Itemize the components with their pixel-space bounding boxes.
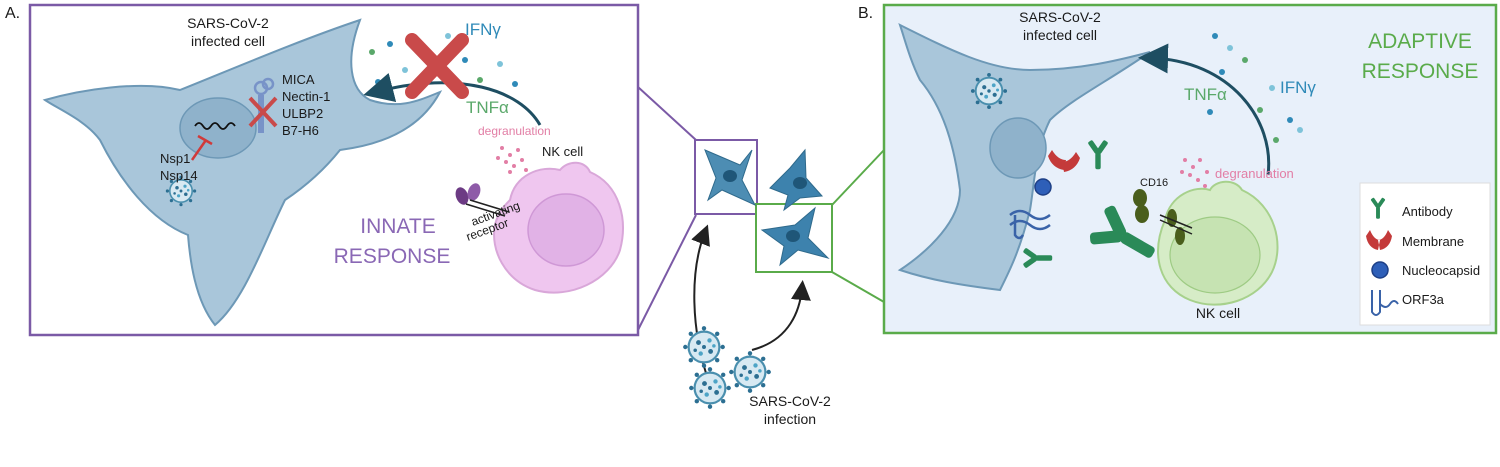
panel-b: SARS-CoV-2 infected cell IFNγ TNFα degra… xyxy=(882,3,1498,335)
cytokine-dots-b xyxy=(1207,33,1303,143)
cd16-icon xyxy=(1133,189,1193,245)
center-section: SARS-CoV-2 infection xyxy=(682,139,833,427)
nucleus-a xyxy=(179,97,257,159)
legend-membrane-icon xyxy=(1366,230,1392,250)
nucleus-b xyxy=(989,117,1047,179)
ligand-blocked-icon xyxy=(248,96,278,128)
inhibition-line xyxy=(190,139,208,161)
virus-icon xyxy=(728,350,772,394)
panel-a: MICA Nectin-1 ULBP2 B7-H6 Nsp1 Nsp14 SAR… xyxy=(28,3,640,337)
ligand-label-nectin: Nectin-1 xyxy=(282,89,330,104)
activating-receptor-icon xyxy=(455,183,510,217)
infection-label-2: infection xyxy=(764,411,816,427)
infected-cell-b-label-2: infected cell xyxy=(1023,27,1097,43)
infected-cell-a-label-2: infected cell xyxy=(191,33,265,49)
legend-orf3a-icon xyxy=(1371,290,1399,316)
infected-cell-b-label-1: SARS-CoV-2 xyxy=(1019,9,1101,25)
ifng-label-b: IFNγ xyxy=(1280,78,1316,97)
infected-cell-a xyxy=(42,18,443,327)
virus-icon xyxy=(688,366,732,410)
nsp14-label: Nsp14 xyxy=(160,168,198,183)
ligand-label-mica: MICA xyxy=(282,72,315,87)
legend: Antibody Membrane Nucleocapsid ORF3a xyxy=(1359,182,1491,326)
ligand-label-ulbp2: ULBP2 xyxy=(282,106,323,121)
infection-label-1: SARS-CoV-2 xyxy=(749,393,831,409)
adaptive-response-label-1: ADAPTIVE xyxy=(1368,30,1472,53)
nk-nucleus-b xyxy=(1169,216,1261,294)
degranulation-label-b: degranulation xyxy=(1215,166,1294,181)
ifng-label-a: IFNγ xyxy=(465,20,501,39)
cytokine-arrow-b xyxy=(1138,43,1271,176)
legend-nucleocapsid-label: Nucleocapsid xyxy=(1402,263,1480,278)
connector-b-bottom xyxy=(831,271,885,303)
legend-nucleocapsid-icon xyxy=(1371,261,1389,279)
innate-response-label-1: INNATE xyxy=(360,215,435,238)
nk-cell-b-label: NK cell xyxy=(1196,305,1240,321)
connector-a-bottom xyxy=(637,214,697,331)
legend-membrane-label: Membrane xyxy=(1402,234,1464,249)
cd16-label: CD16 xyxy=(1140,177,1168,189)
connector-a-top xyxy=(637,86,697,141)
innate-response-label-2: RESPONSE xyxy=(334,245,451,268)
cross-icon xyxy=(405,33,469,99)
panel-b-letter: B. xyxy=(858,5,873,22)
infected-cell-a-label-1: SARS-CoV-2 xyxy=(187,15,269,31)
nsp1-label: Nsp1 xyxy=(160,151,190,166)
legend-antibody-label: Antibody xyxy=(1402,204,1453,219)
degranulation-dots-a xyxy=(496,146,528,174)
legend-orf3a-label: ORF3a xyxy=(1402,292,1445,307)
degranulation-label-a: degranulation xyxy=(478,124,551,138)
virus-icon xyxy=(682,325,726,369)
nk-nucleus-a xyxy=(527,193,605,267)
tnfa-label-a: TNFα xyxy=(466,98,509,117)
rna-icon xyxy=(194,122,236,130)
panel-a-letter: A. xyxy=(5,5,20,22)
adaptive-response-label-2: RESPONSE xyxy=(1362,60,1479,83)
nucleocapsid-icon xyxy=(1034,178,1052,196)
degranulation-dots-b xyxy=(1180,158,1209,188)
tnfa-label-b: TNFα xyxy=(1184,85,1227,104)
ligand-label-b7h6: B7-H6 xyxy=(282,123,319,138)
membrane-protein-icon xyxy=(1048,150,1066,170)
infection-arrow-2 xyxy=(751,280,811,351)
legend-box xyxy=(1359,182,1491,326)
connector-b-top xyxy=(831,149,885,206)
orf3a-icon xyxy=(1009,209,1051,240)
nk-cell-a-label: NK cell xyxy=(542,144,583,159)
virus-icon xyxy=(970,72,1008,110)
cytokine-arrow-a xyxy=(363,72,542,126)
